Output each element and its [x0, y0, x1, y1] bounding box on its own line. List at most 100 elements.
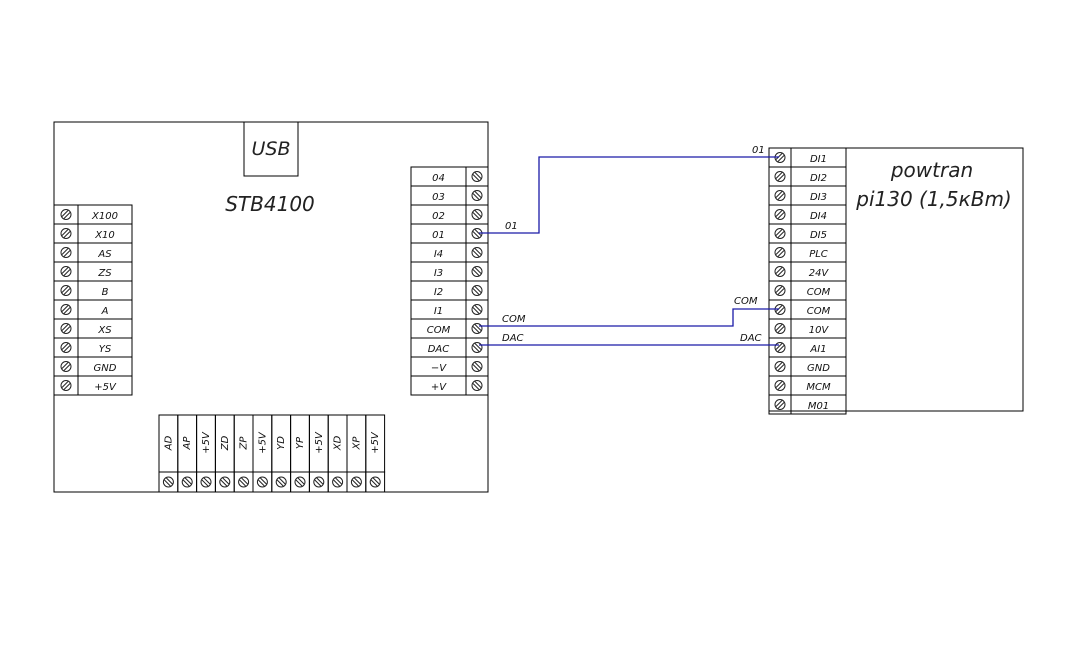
screw-terminal-icon [774, 380, 786, 391]
screw-terminal-icon [471, 247, 483, 258]
wire-label-dac-start: DAC [502, 333, 524, 344]
terminal-row: AI1 [768, 337, 847, 358]
screw-terminal-icon [774, 171, 786, 182]
terminal-label: I3 [434, 268, 443, 279]
terminal-label: 03 [432, 192, 445, 203]
terminal-column: +5V [308, 414, 329, 493]
screw-terminal-icon [60, 228, 72, 239]
terminal-label: 10V [809, 325, 830, 336]
terminal-row: +V [410, 375, 489, 396]
screw-terminal-icon [471, 361, 483, 372]
terminal-row: GND [53, 356, 133, 377]
screw-terminal-icon [60, 285, 72, 296]
terminal-row: XS [53, 318, 133, 339]
terminal-label: DI5 [810, 230, 827, 241]
terminal-label: YS [99, 344, 112, 355]
screw-terminal-icon [471, 304, 483, 315]
terminal-column: XD [327, 414, 348, 493]
terminal-label: +5V [370, 431, 381, 454]
terminal-label: X10 [94, 230, 115, 241]
terminal-row: A [53, 299, 133, 320]
screw-terminal-icon [774, 247, 786, 258]
drive-name-line1: powtran [890, 158, 973, 182]
terminal-label: COM [427, 325, 451, 336]
screw-terminal-icon [60, 380, 72, 391]
terminal-label: ZP [239, 436, 250, 451]
wire-label-com-start: COM [502, 314, 526, 325]
screw-terminal-icon [60, 266, 72, 277]
wire-com-com [479, 308, 779, 327]
terminal-row: DI1 [768, 147, 847, 168]
terminal-label: 04 [432, 173, 445, 184]
terminal-label: PLC [809, 249, 828, 260]
screw-terminal-icon [181, 476, 193, 488]
terminal-row: COM [410, 318, 489, 339]
terminal-row: GND [768, 356, 847, 377]
terminal-label: YD [276, 436, 287, 450]
terminal-row: 02 [410, 204, 489, 225]
terminal-row: 24V [768, 261, 847, 282]
terminal-label: 01 [432, 230, 445, 241]
terminal-row: DI3 [768, 185, 847, 206]
terminal-row: 03 [410, 185, 489, 206]
screw-terminal-icon [471, 323, 483, 334]
screw-terminal-icon [60, 247, 72, 258]
terminal-row: 01 [410, 223, 489, 244]
screw-terminal-icon [774, 209, 786, 220]
terminal-row: 04 [410, 166, 489, 187]
terminal-label: M01 [808, 401, 829, 412]
screw-terminal-icon [219, 476, 231, 488]
wire-label-01-end: 01 [752, 145, 765, 156]
terminal-column: YP [290, 414, 310, 493]
screw-terminal-icon [471, 209, 483, 220]
terminal-label: I2 [434, 287, 443, 298]
screw-terminal-icon [256, 476, 268, 488]
controller-name: STB4100 [225, 192, 315, 216]
terminal-label: X100 [91, 211, 118, 222]
screw-terminal-icon [471, 190, 483, 201]
screw-terminal-icon [774, 399, 786, 410]
screw-terminal-icon [200, 476, 212, 488]
screw-terminal-icon [350, 476, 362, 488]
wire-label-com-end: COM [734, 296, 758, 307]
terminal-label: +5V [257, 431, 268, 454]
screw-terminal-icon [313, 476, 325, 488]
wire-label-dac-end: DAC [740, 333, 762, 344]
screw-terminal-icon [471, 285, 483, 296]
screw-terminal-icon [275, 476, 287, 488]
terminal-row: DI4 [768, 204, 847, 225]
terminal-label: I4 [434, 249, 443, 260]
terminal-label: +5V [94, 382, 117, 393]
terminal-label: +5V [314, 431, 325, 454]
terminal-label: I1 [434, 306, 443, 317]
screw-terminal-icon [369, 476, 381, 488]
screw-terminal-icon [60, 342, 72, 353]
terminal-label: DI3 [810, 192, 827, 203]
screw-terminal-icon [471, 171, 483, 182]
terminal-column: YD [271, 414, 292, 493]
wire-label-01-start: 01 [505, 221, 518, 232]
controller-enclosure [53, 121, 489, 493]
terminal-column: AP [177, 414, 198, 493]
terminal-label: −V [431, 363, 447, 374]
screw-terminal-icon [774, 323, 786, 334]
terminal-column: AD [158, 414, 179, 493]
terminal-label: ZD [220, 435, 231, 451]
terminal-row: −V [410, 356, 489, 377]
usb-port [243, 121, 299, 177]
terminal-label: GND [94, 363, 117, 374]
terminal-label: +V [431, 382, 447, 393]
terminal-row: X100 [53, 204, 133, 225]
terminal-label: +5V [201, 431, 212, 454]
screw-terminal-icon [60, 323, 72, 334]
screw-terminal-icon [471, 380, 483, 391]
screw-terminal-icon [332, 476, 344, 488]
terminal-row: YS [53, 337, 133, 358]
terminal-column: +5V [252, 414, 273, 493]
screw-terminal-icon [238, 476, 250, 488]
terminal-label: DI1 [810, 154, 827, 165]
screw-terminal-icon [774, 342, 786, 353]
terminal-label: AP [182, 436, 193, 451]
